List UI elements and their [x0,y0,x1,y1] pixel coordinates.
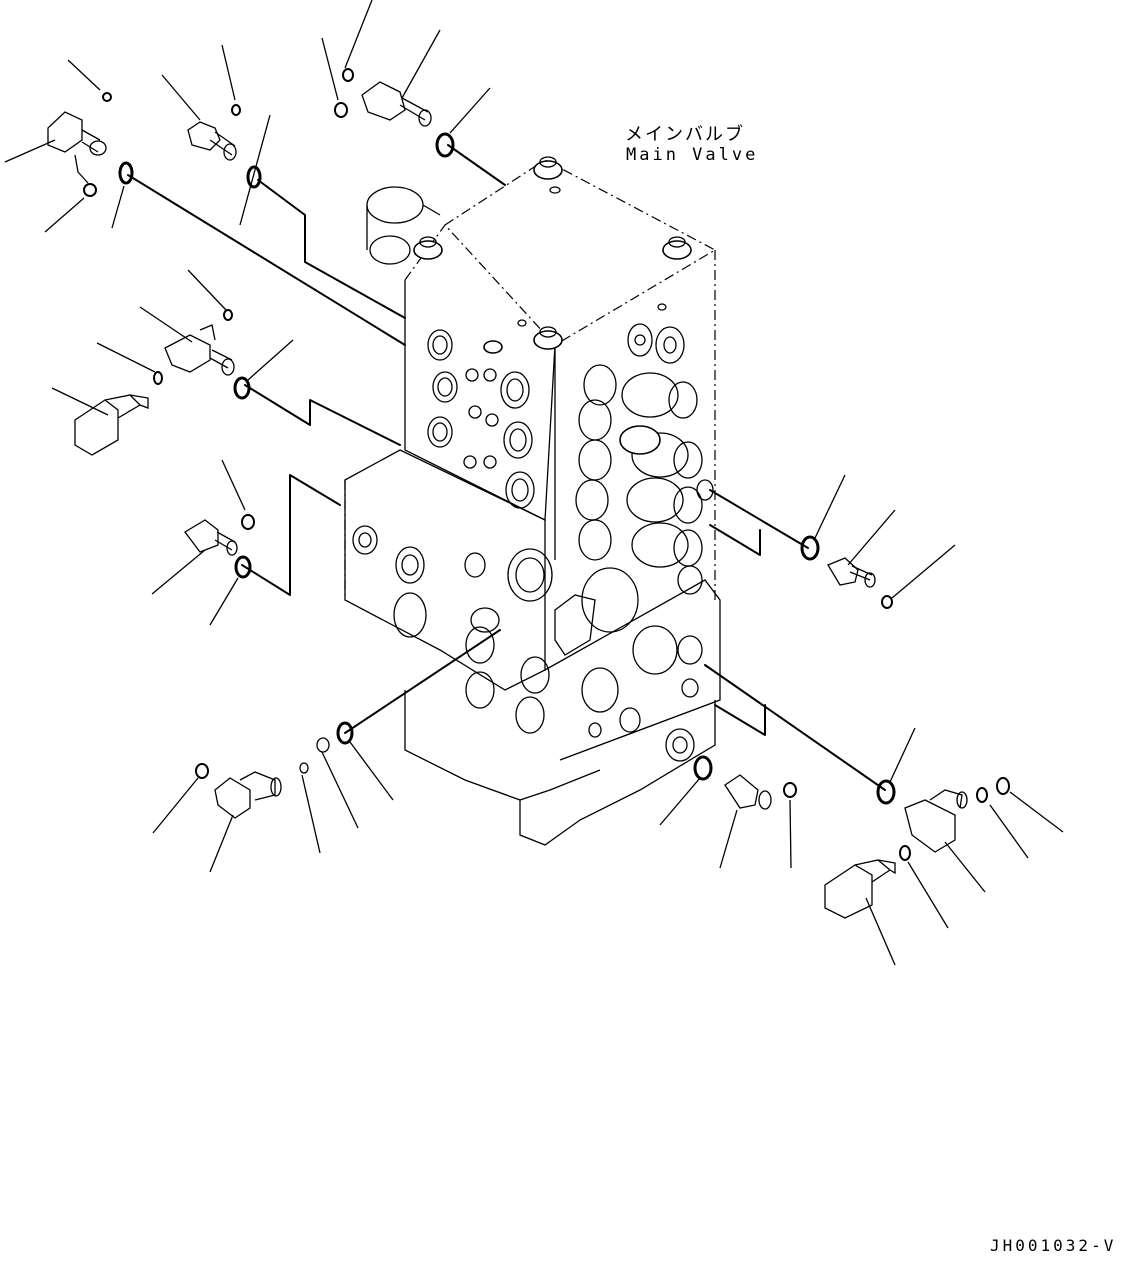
pressure-sensor-left [51,387,149,456]
sensor-fitting-bottom-center [659,755,797,869]
main-valve-label-en: Main Valve [626,145,759,165]
top-bolts [413,156,692,354]
rear-spool-housing [366,186,441,265]
pressure-sensor-right [824,859,896,966]
sensor-fitting-b [321,0,491,158]
right-face-spools [575,323,714,595]
elbow-fitting-bottom-right [876,727,1064,929]
small-plugs-bottom [299,721,394,854]
sensor-fitting-d [151,459,255,626]
leader-lines [127,144,886,791]
pressure-switch-top-left [4,59,112,233]
sensor-fitting-right [800,474,956,609]
sensor-fitting-c [96,269,294,400]
main-valve-label-jp: メインバルブ [625,124,745,145]
drawing-code: JH001032-V [990,1236,1117,1255]
sensor-fitting-a [111,44,271,229]
lower-block-details [352,525,703,762]
main-valve-body [344,156,721,846]
elbow-fitting-bottom-left [152,763,282,873]
left-face-ports [427,329,535,509]
